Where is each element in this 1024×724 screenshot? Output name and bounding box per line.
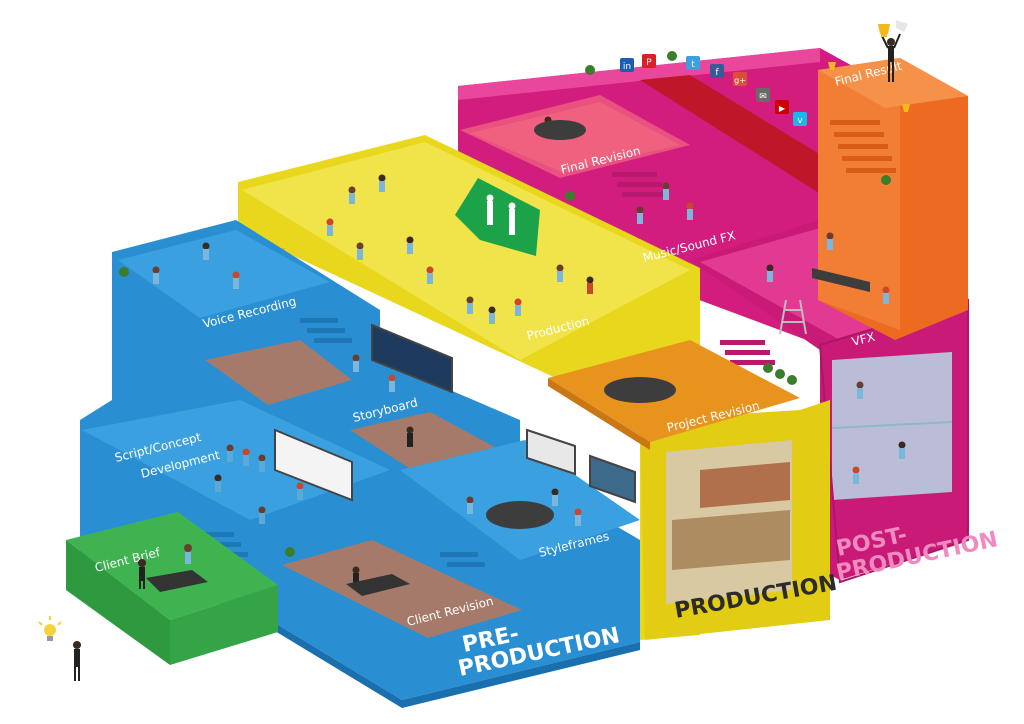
lightbulb-icon — [38, 616, 62, 641]
vimeo-icon: v — [793, 112, 807, 126]
pinterest-icon: P — [642, 54, 656, 68]
person — [486, 194, 494, 225]
svg-text:in: in — [623, 62, 631, 72]
svg-text:✉: ✉ — [759, 92, 767, 102]
concept-whiteboard — [274, 428, 353, 502]
person — [508, 202, 516, 235]
project-revision-block — [548, 340, 800, 450]
facebook-icon: f — [710, 64, 724, 78]
client-brief-block — [66, 512, 278, 665]
ladder — [779, 299, 807, 335]
svg-text:v: v — [797, 116, 803, 126]
svg-text:P: P — [646, 58, 652, 68]
revision-table — [604, 377, 676, 403]
green-screen — [455, 178, 540, 256]
person — [184, 544, 192, 564]
twitter-icon: t — [686, 56, 700, 70]
final-revision-table — [534, 120, 586, 140]
label-vfx: VFX — [850, 330, 876, 349]
plant — [119, 51, 891, 557]
storyboard-board — [371, 323, 453, 394]
person — [352, 566, 360, 587]
linkedin-icon: in — [620, 58, 634, 72]
people — [73, 33, 906, 681]
trophy-icon — [828, 62, 910, 112]
vfx-desk — [812, 268, 870, 292]
styleframes-floor — [400, 440, 640, 560]
voice-recording-room — [118, 230, 330, 318]
svg-text:g+: g+ — [734, 76, 746, 85]
svg-text:f: f — [715, 68, 719, 78]
tower-stairs — [830, 120, 896, 173]
red-carpet — [640, 75, 870, 200]
client-brief-table — [146, 570, 208, 592]
person — [881, 33, 901, 82]
styleframes-screen-1 — [526, 428, 576, 476]
googleplus-icon: g+ — [733, 72, 747, 86]
styleframes-screen-2 — [589, 454, 636, 504]
trophy-icon — [878, 20, 908, 37]
storyboard-room — [205, 340, 352, 405]
youtube-icon: ▶ — [775, 100, 789, 114]
post-stairs — [612, 172, 775, 365]
social-icons: in P t f g+ ✉ ▶ v — [620, 54, 807, 126]
script-concept-floor — [82, 400, 390, 520]
svg-text:▶: ▶ — [779, 104, 786, 113]
final-result-block — [818, 58, 968, 340]
svg-text:t: t — [691, 60, 695, 70]
styleframes-table — [486, 501, 554, 529]
client-revision-room — [282, 540, 522, 638]
email-icon: ✉ — [756, 88, 770, 102]
client-revision-table — [346, 574, 410, 596]
person — [138, 559, 146, 589]
person — [73, 641, 81, 681]
